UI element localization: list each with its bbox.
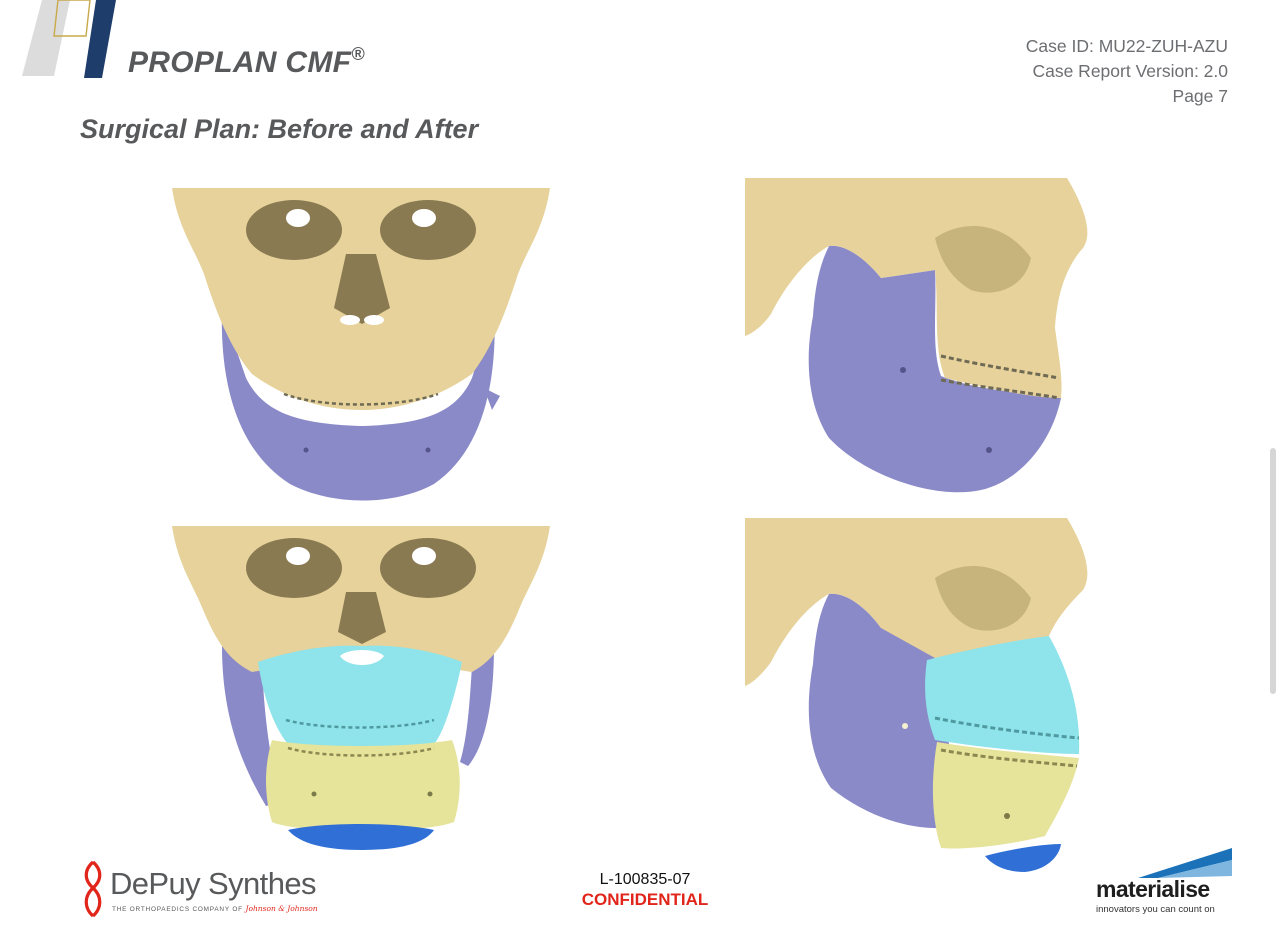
materialise-logo: materialise innovators you can count on [1090,846,1240,918]
depuy-tagline: THE ORTHOPAEDICS COMPANY OF Johnson & Jo… [112,904,318,913]
case-version: Case Report Version: 2.0 [1032,61,1228,81]
page-number: Page 7 [1172,86,1228,106]
case-info: Case ID: MU22-ZUH-AZU Case Report Versio… [1026,34,1228,109]
depuy-name: DePuy Synthes [110,866,316,901]
document-number: L-100835-07 [599,871,691,888]
scrollbar[interactable] [1270,448,1276,694]
brand-title: PROPLAN CMF® [128,44,365,79]
after-frontal-image [172,526,550,852]
after-lateral-image [745,518,1090,873]
materialise-tagline: innovators you can count on [1096,904,1215,915]
before-lateral-image [745,178,1090,513]
materialise-name: materialise [1096,876,1210,902]
depuy-synthes-logo: DePuy Synthes THE ORTHOPAEDICS COMPANY O… [80,856,330,920]
before-frontal-image [172,188,550,503]
depuy-synthes-icon [84,860,102,918]
document-id-block: L-100835-07 CONFIDENTIAL [560,870,730,910]
page-title: Surgical Plan: Before and After [80,114,479,144]
confidential-label: CONFIDENTIAL [581,890,709,909]
materialise-icon [1138,848,1232,878]
proplan-logo-icon [22,0,116,78]
case-id: Case ID: MU22-ZUH-AZU [1025,36,1228,56]
